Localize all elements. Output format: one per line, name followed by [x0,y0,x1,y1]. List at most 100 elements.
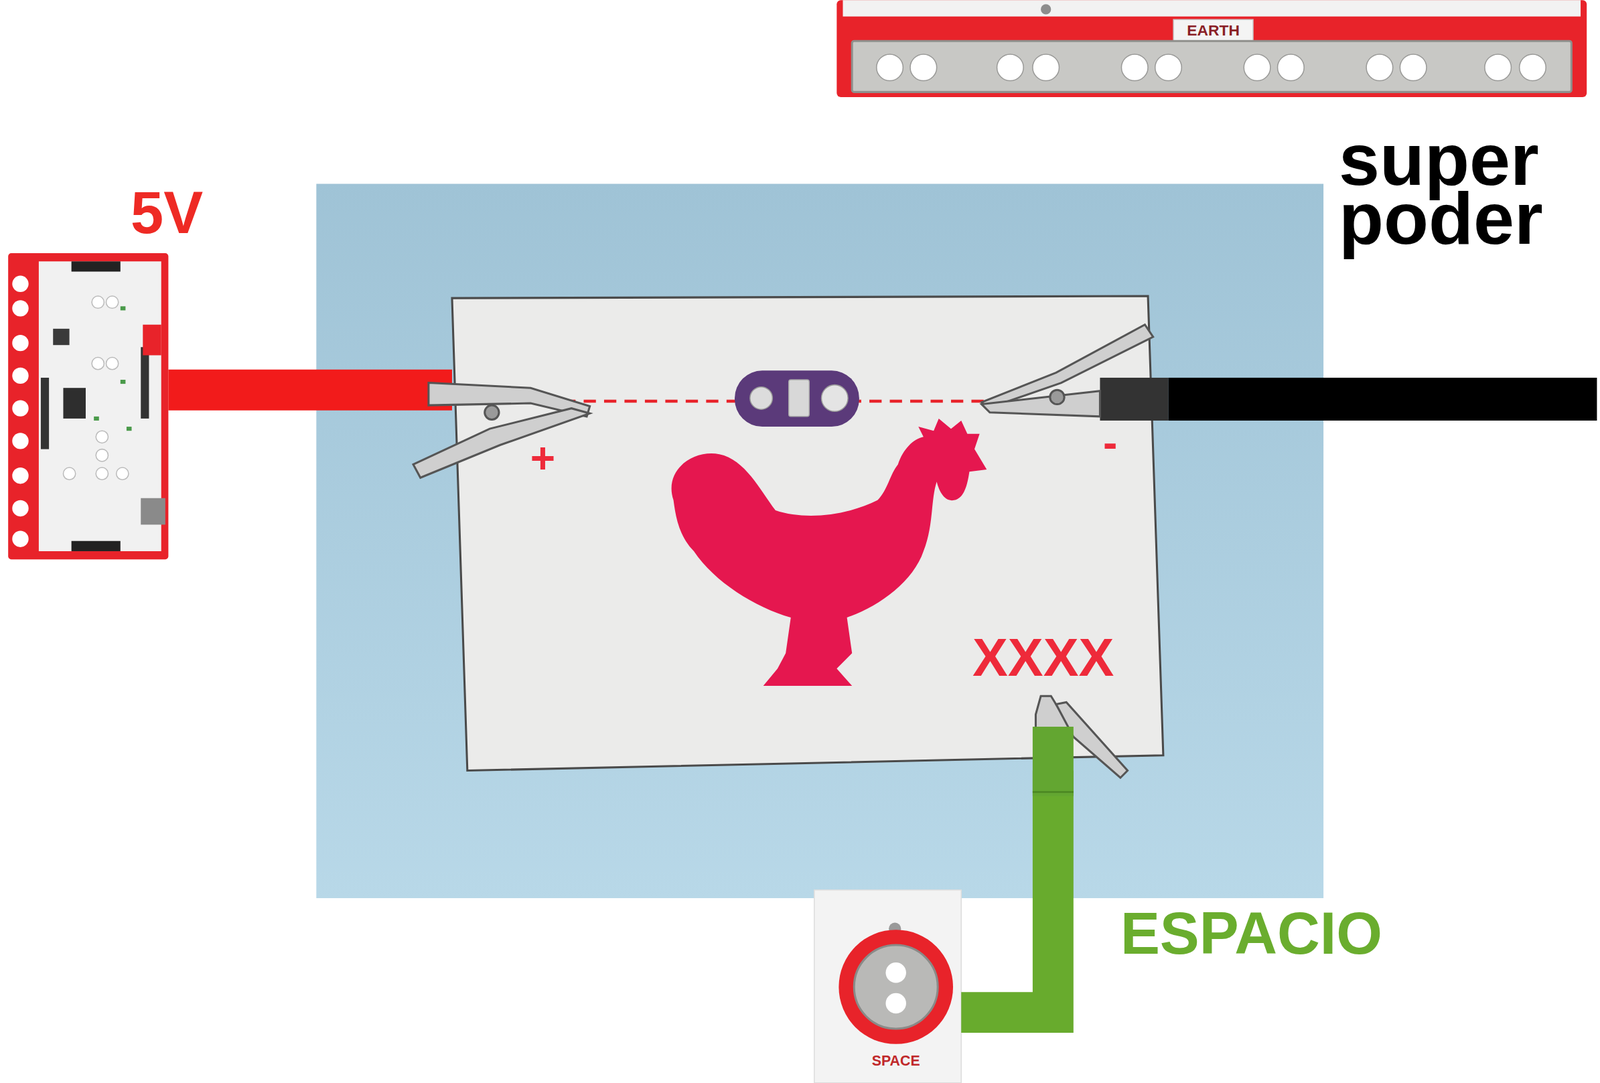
space-label: SPACE [871,1054,921,1069]
pad [105,296,118,309]
hole [12,275,29,293]
label-slot: super poder [1338,130,1584,249]
pad-metal [853,944,938,1029]
board-dot [1040,4,1051,15]
makey-makey-board: 5V [8,253,169,560]
text-slot: - [1103,421,1118,465]
led-dot [120,379,126,384]
felt-card: + - XXXX [452,296,1164,771]
pcb-pads [62,296,129,480]
green-wire [961,770,1053,1013]
felt-card-graphic [452,296,1164,771]
usb-port [140,498,166,526]
clip-jaw [413,408,591,479]
plus-sign: + [530,436,556,480]
pad [95,430,108,443]
text-slot: + [530,436,556,480]
hole [12,399,29,416]
earth-holes [876,54,1546,82]
alligator-clip-bottom [1032,695,1128,796]
hole [1032,54,1060,82]
hole [1277,54,1305,82]
header-pins [40,377,49,450]
hole [1243,54,1271,82]
pad [95,467,108,480]
led-dot [120,306,126,311]
pad [116,467,129,480]
red-wire [168,369,453,411]
lilypad-led [734,370,860,427]
wire [1168,377,1598,421]
alligator-clip-left [413,383,591,479]
text-slot: SPACE [871,1054,921,1069]
earth-metal-bar [851,40,1572,92]
text-slot: 5V [130,183,203,243]
alligator-clip-right [981,324,1154,417]
pcb-mark [142,324,161,356]
led-board [734,370,860,427]
hole [12,300,29,317]
hole [12,467,29,484]
text-slot: XXXX [972,630,1114,684]
hole [885,962,906,983]
clip-jaw [981,391,1101,417]
pad [62,467,76,480]
super-power-label: super poder [1338,130,1584,249]
pad [91,356,104,370]
led-dot [126,426,132,431]
pad-board [814,890,962,1083]
hole [1121,54,1148,82]
earth-label-patch [1173,19,1254,43]
clip-sheath [1032,726,1074,797]
hole [885,993,906,1014]
text-slot: EARTH [1186,22,1240,39]
hole [997,54,1025,82]
header-pins [71,541,121,552]
hole [910,54,937,82]
rooster-figure [671,418,988,686]
x-marks: XXXX [972,630,1114,684]
voltage-label: 5V [130,183,203,243]
pcb-edge-holes [12,275,29,548]
earth-label: EARTH [1186,22,1240,39]
earth-strip-graphic [836,0,1587,98]
black-wire [1099,377,1597,421]
hole [1519,54,1547,82]
hole [12,500,29,517]
hole [12,334,29,351]
header-pins [140,346,149,419]
pcb [8,253,169,560]
hole [1399,54,1427,82]
earth-strip: EARTH [836,0,1587,98]
clip-hinge [484,405,499,420]
minus-sign: - [1103,421,1118,465]
hole [1366,54,1394,82]
hole [12,531,29,548]
hole [876,54,904,82]
earth-strip-board [836,0,1587,98]
space-key-label: ESPACIO [1120,904,1383,964]
sheath-edge [1032,790,1074,793]
makey-makey-board-graphic [8,253,169,560]
clip-hinge [1050,389,1065,404]
pcb-leds [93,306,132,431]
led-chip [788,379,810,417]
pad [95,449,108,462]
wire-sheath [1099,377,1169,421]
header-pins [71,261,121,272]
pad [91,296,104,309]
hole [12,432,29,449]
hole [12,367,29,384]
pad [105,356,118,370]
chip [62,387,86,419]
led-pad [750,387,773,410]
led-pad [821,385,848,412]
pad-ring [838,929,954,1045]
blue-background [316,183,1324,899]
chip [52,328,69,345]
hole [1155,54,1183,82]
led-dot [93,416,100,421]
space-pad-graphic [814,890,962,1083]
